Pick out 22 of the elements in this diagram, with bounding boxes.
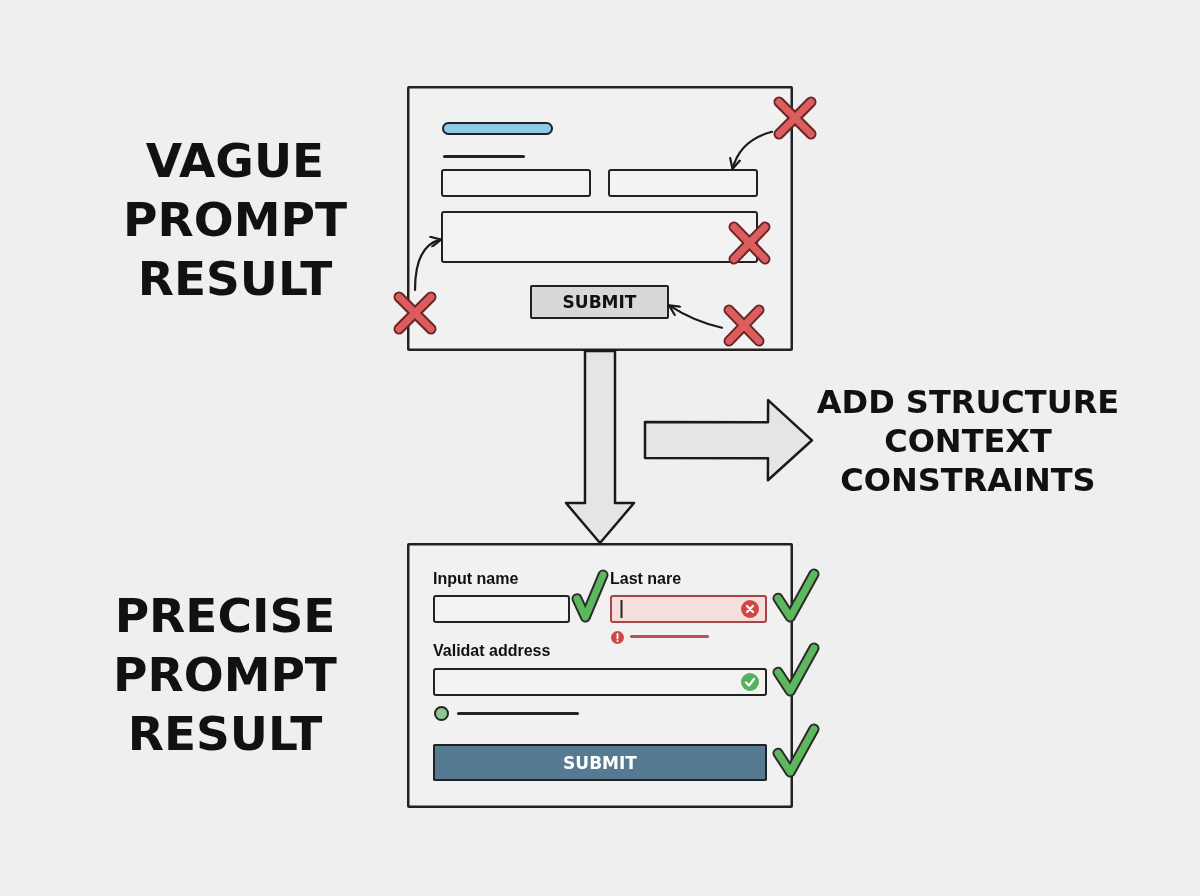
cross-icon [722,303,766,348]
cross-icon [392,290,438,336]
input-field [441,169,591,197]
curved-arrow [729,130,774,171]
submit-button: SUBMIT [433,744,767,781]
field-label: Input name [433,570,519,588]
block-arrow [564,349,636,545]
text-area-field [441,211,758,263]
curved-arrow [413,236,443,292]
heading: PRECISE PROMPT RESULT [113,587,337,763]
instruction-text: ADD STRUCTURE CONTEXT CONSTRAINTS [812,383,1124,500]
submit-button: SUBMIT [530,285,669,319]
heading: VAGUE PROMPT RESULT [123,132,347,308]
field-label: Validat address [433,642,551,660]
form-wireframe [407,86,793,351]
cross-icon [772,95,818,141]
curved-arrow [667,304,724,329]
input-field [608,169,758,197]
block-arrow [643,398,814,482]
form-wireframe [407,543,793,808]
cross-icon [727,220,772,266]
field-label: Last nare [610,570,682,588]
